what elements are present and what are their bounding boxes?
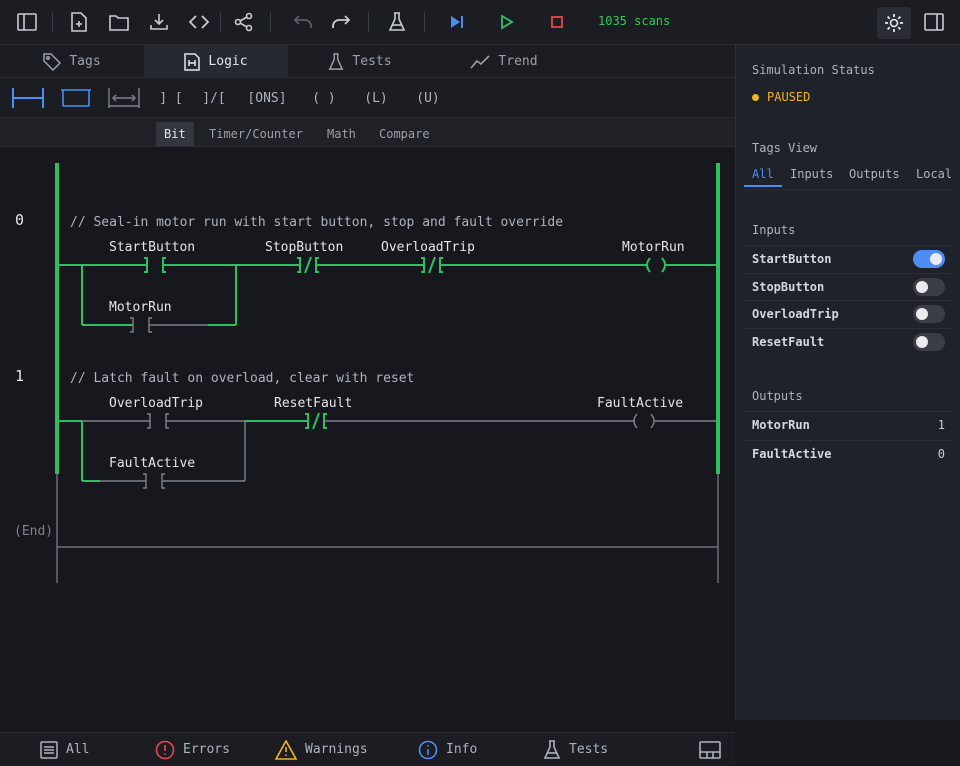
output-row: FaultActive0	[744, 440, 953, 467]
instruction-category-tabs: Bit Timer/Counter Math Compare	[0, 118, 735, 147]
contact-label: StopButton	[265, 240, 343, 255]
list-icon	[40, 741, 58, 759]
tags-view-tab-local[interactable]: Local	[916, 167, 952, 187]
tags-view-tab-all[interactable]: All	[744, 167, 782, 187]
one-shot-button[interactable]: [ONS]	[244, 86, 290, 110]
panel-toggle-icon[interactable]	[919, 8, 949, 36]
tab-logic[interactable]: Logic	[144, 45, 288, 78]
filter-tests[interactable]: Tests	[543, 733, 608, 766]
console-bar: All Errors Warnings Info Tests	[0, 732, 735, 765]
latch-coil-button[interactable]: (L)	[356, 86, 396, 110]
run-icon[interactable]	[492, 8, 522, 36]
flask-icon[interactable]	[382, 8, 412, 36]
input-row: StopButton	[744, 273, 953, 300]
output-coil-button[interactable]: ( )	[304, 86, 344, 110]
status-title: Simulation Status	[752, 63, 875, 77]
subtab-math[interactable]: Math	[319, 122, 364, 146]
subtab-timer-counter[interactable]: Timer/Counter	[201, 122, 311, 146]
input-row: ResetFault	[744, 328, 953, 355]
end-label: (End)	[14, 524, 53, 539]
tab-tests[interactable]: Tests	[288, 45, 432, 78]
filter-info[interactable]: Info	[418, 733, 477, 766]
contact-label: FaultActive	[109, 456, 195, 471]
rung-comment: // Latch fault on overload, clear with r…	[70, 371, 414, 386]
unlatch-coil-button[interactable]: (U)	[408, 86, 448, 110]
instruction-toolbar: ] [ ]/[ [ONS] ( ) (L) (U)	[0, 78, 735, 118]
error-icon	[155, 740, 175, 760]
trend-icon	[470, 55, 490, 69]
warning-icon	[275, 740, 297, 760]
status-dot-icon	[752, 94, 759, 101]
tags-view-tab-inputs[interactable]: Inputs	[790, 167, 833, 187]
new-file-icon[interactable]	[64, 8, 94, 36]
input-row: StartButton	[744, 245, 953, 272]
examine-off-button[interactable]: ]/[	[196, 86, 232, 110]
file-icon	[184, 53, 200, 71]
tab-trend[interactable]: Trend	[432, 45, 576, 78]
rung-comment: // Seal-in motor run with start button, …	[70, 215, 563, 230]
add-branch-icon[interactable]	[58, 86, 94, 110]
info-icon	[418, 740, 438, 760]
examine-on-button[interactable]: ] [	[154, 86, 188, 110]
undo-icon[interactable]	[287, 8, 317, 36]
flask-icon	[328, 53, 344, 71]
code-icon[interactable]	[184, 8, 214, 36]
view-tabs: Tags Logic Tests Trend	[0, 45, 735, 78]
filter-errors[interactable]: Errors	[155, 733, 230, 766]
subtab-compare[interactable]: Compare	[371, 122, 438, 146]
output-value: 1	[938, 418, 945, 432]
coil-label: MotorRun	[622, 240, 685, 255]
simulation-sidebar: Simulation Status PAUSED Tags View All I…	[735, 45, 960, 720]
stop-icon[interactable]	[542, 8, 572, 36]
scan-counter: 1035 scans	[598, 14, 670, 28]
editor-pane: Tags Logic Tests Trend ] [ ]/[ [ONS] ( )…	[0, 45, 735, 720]
rung-1-idle	[82, 414, 716, 488]
console-toggle-icon[interactable]	[699, 733, 721, 766]
flask-icon	[543, 740, 561, 760]
redo-icon[interactable]	[327, 8, 357, 36]
outputs-title: Outputs	[752, 389, 803, 403]
output-value: 0	[938, 447, 945, 461]
sidebar-toggle-icon[interactable]	[12, 8, 42, 36]
output-row: MotorRun1	[744, 411, 953, 438]
step-icon[interactable]	[442, 8, 472, 36]
toggle-switch[interactable]	[913, 278, 945, 296]
contact-label: StartButton	[109, 240, 195, 255]
add-branch-level-icon[interactable]	[106, 86, 142, 110]
tags-view-tab-outputs[interactable]: Outputs	[849, 167, 900, 187]
contact-label: MotorRun	[109, 300, 172, 315]
open-folder-icon[interactable]	[104, 8, 134, 36]
coil-label: FaultActive	[597, 396, 683, 411]
theme-icon[interactable]	[877, 7, 911, 39]
share-icon[interactable]	[229, 8, 259, 36]
ladder-diagram[interactable]: 0 // Seal-in motor run with start button…	[0, 147, 735, 637]
filter-all[interactable]: All	[40, 733, 89, 766]
toggle-switch[interactable]	[913, 333, 945, 351]
inputs-title: Inputs	[752, 223, 795, 237]
download-icon[interactable]	[144, 8, 174, 36]
rung-number: 1	[15, 367, 24, 385]
filter-warnings[interactable]: Warnings	[275, 733, 368, 766]
input-row: OverloadTrip	[744, 300, 953, 327]
tag-icon	[43, 53, 61, 71]
contact-label: OverloadTrip	[381, 240, 475, 255]
toggle-switch[interactable]	[913, 305, 945, 323]
contact-label: ResetFault	[274, 396, 352, 411]
rung-number: 0	[15, 211, 24, 229]
toggle-switch[interactable]	[913, 250, 945, 268]
tab-tags[interactable]: Tags	[0, 45, 144, 78]
contact-label: OverloadTrip	[109, 396, 203, 411]
status-badge: PAUSED	[752, 90, 810, 104]
tags-view-title: Tags View	[752, 141, 817, 155]
top-toolbar: 1035 scans	[0, 0, 960, 45]
add-rung-icon[interactable]	[10, 86, 46, 110]
subtab-bit[interactable]: Bit	[156, 122, 194, 146]
